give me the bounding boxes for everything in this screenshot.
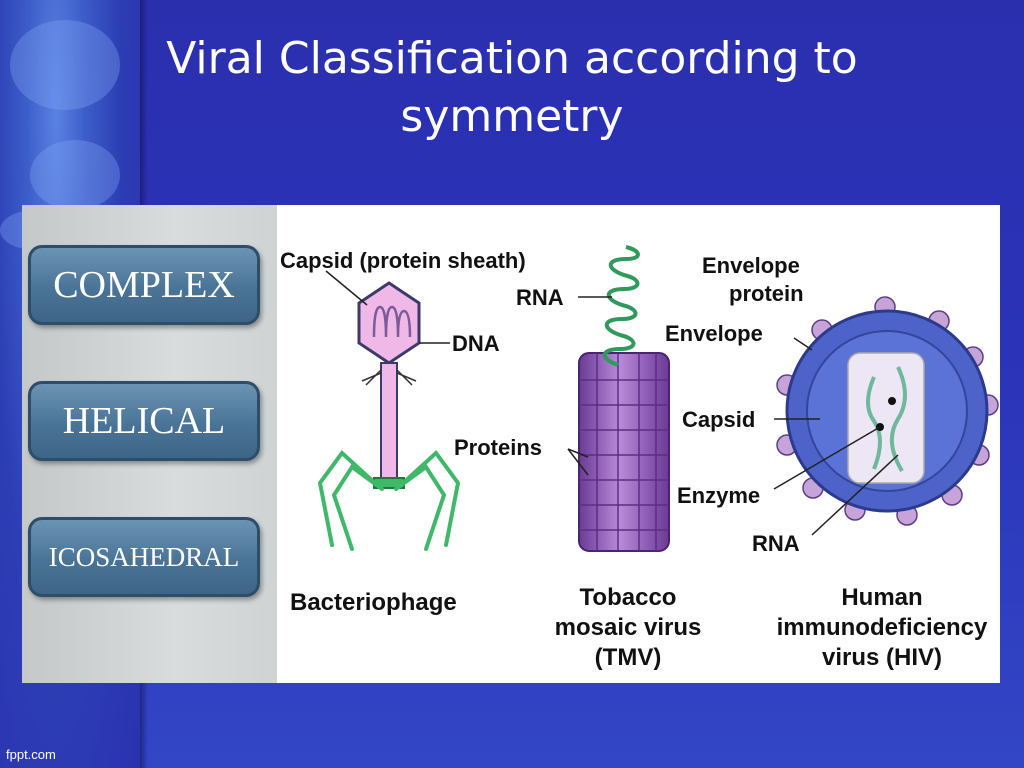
envelope-protein-label-line-1: Envelope (702, 253, 800, 278)
tmv-caption-line-3: (TMV) (595, 644, 662, 671)
virus-figure: COMPLEX HELICAL ICOSAHEDRAL (22, 205, 1000, 683)
dna-label: DNA (452, 331, 500, 356)
slide-title: Viral Classification according to symmet… (140, 30, 884, 146)
hiv-caption-line-2: immunodeficiency (777, 614, 988, 641)
capsid-label: Capsid (682, 407, 755, 432)
enzyme-label: Enzyme (677, 483, 760, 508)
rna-tmv-label: RNA (516, 285, 564, 310)
title-line-2: symmetry (400, 91, 624, 142)
title-line-1: Viral Classification according to (166, 33, 858, 84)
tmv-illustration (578, 245, 670, 552)
helical-button[interactable]: HELICAL (28, 381, 260, 461)
hiv-caption-line-3: virus (HIV) (822, 644, 942, 671)
envelope-label: Envelope (665, 321, 763, 346)
bacteriophage-illustration (317, 281, 461, 551)
bacteriophage-caption: Bacteriophage (290, 589, 457, 616)
complex-button[interactable]: COMPLEX (28, 245, 260, 325)
hiv-illustration (776, 296, 999, 526)
virus-diagram: Capsid (protein sheath) DNA Bacteriophag… (280, 245, 999, 671)
rna-hiv-label: RNA (752, 531, 800, 556)
tmv-caption-line-2: mosaic virus (555, 614, 702, 641)
watermark: fppt.com (6, 747, 56, 762)
hiv-caption-line-1: Human (841, 584, 922, 611)
category-panel: COMPLEX HELICAL ICOSAHEDRAL (22, 205, 277, 683)
proteins-label: Proteins (454, 435, 542, 460)
envelope-protein-label-line-2: protein (729, 281, 804, 306)
tmv-caption-line-1: Tobacco (580, 584, 677, 611)
capsid-sheath-label: Capsid (protein sheath) (280, 248, 526, 273)
icosahedral-button[interactable]: ICOSAHEDRAL (28, 517, 260, 597)
